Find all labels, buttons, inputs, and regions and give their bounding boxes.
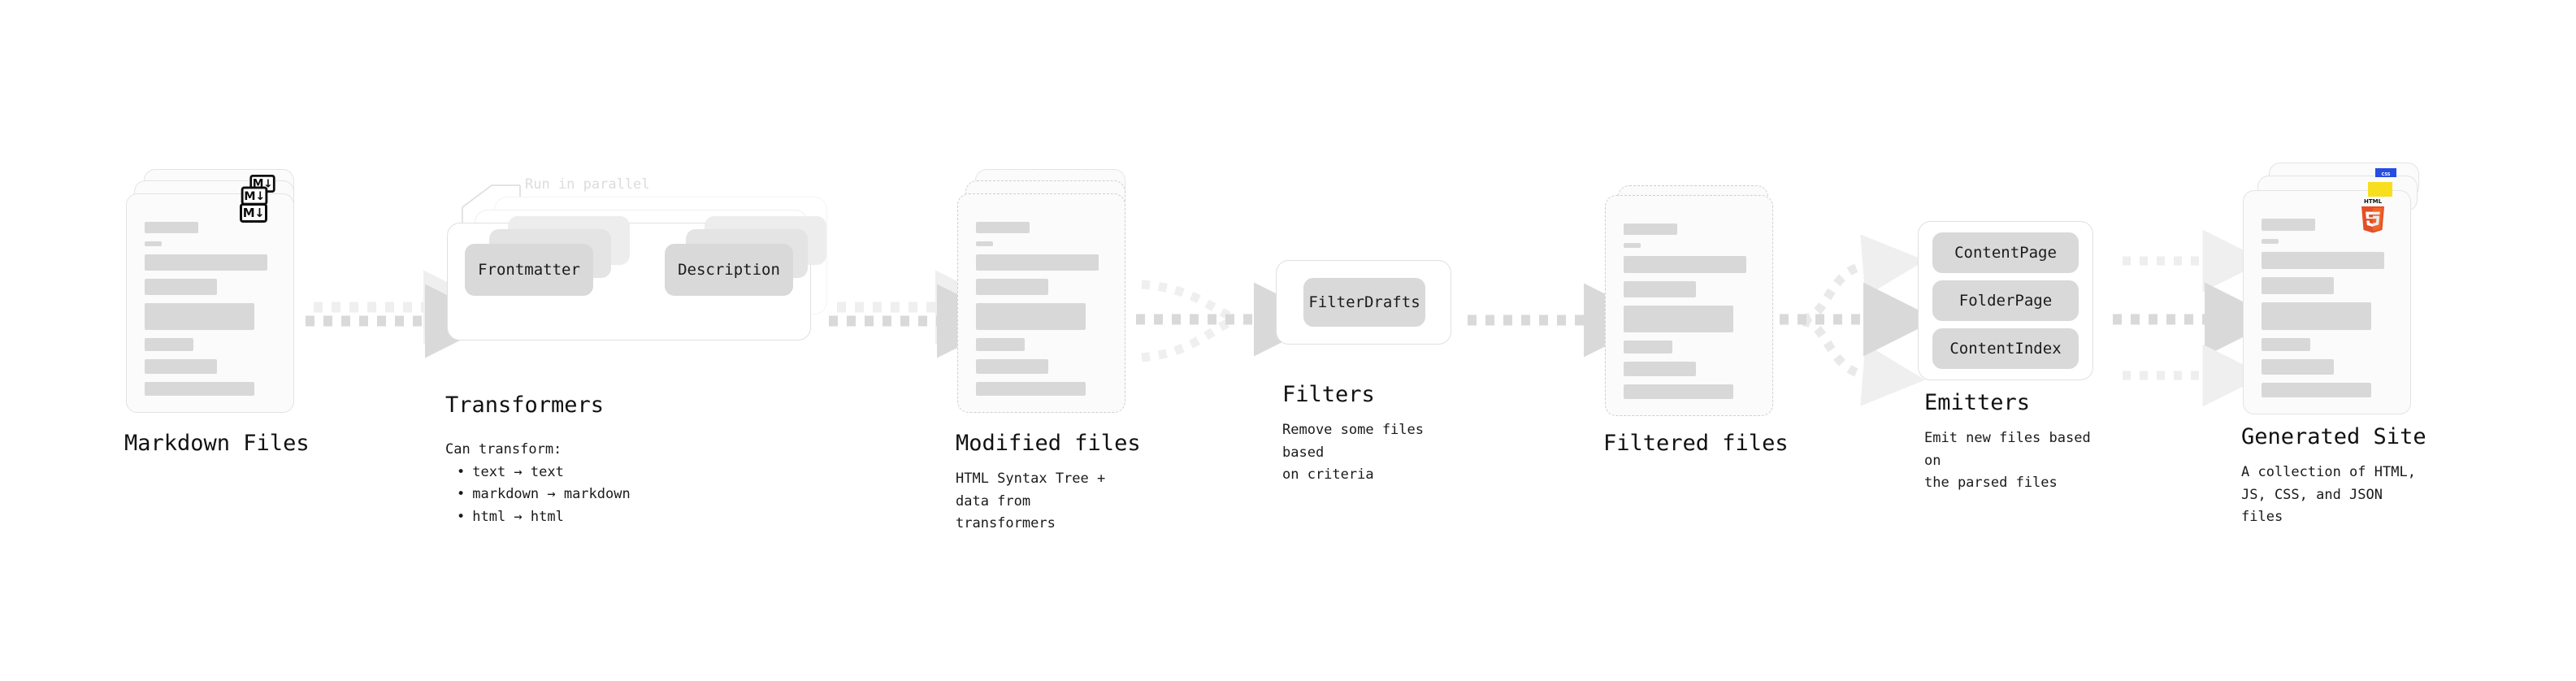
arrow-modified-to-filters <box>1136 280 1328 362</box>
filtered-doc-card-front <box>1605 195 1773 416</box>
arrow-markdown-to-transformers <box>306 270 499 358</box>
modified-files-title: Modified files <box>956 431 1141 456</box>
chip-description[interactable]: Description <box>665 244 793 296</box>
generated-site-description: A collection of HTML, JS, CSS, and JSON … <box>2241 464 2416 526</box>
filters-title: Filters <box>1282 382 1375 407</box>
transformers-capability-list: Can transform: text → text markdown → ma… <box>445 439 631 528</box>
chip-frontmatter[interactable]: Frontmatter <box>465 244 593 296</box>
stage-emitters: ContentPage FolderPage ContentIndex Emit… <box>1918 221 2105 491</box>
modified-doc-content <box>958 194 1125 412</box>
stage-generated-site: CSS HTML Generated Site A collection of … <box>2241 163 2430 525</box>
chip-contentindex[interactable]: ContentIndex <box>1932 328 2079 369</box>
arrow-filtered-to-emitters <box>1780 234 1937 406</box>
chip-contentpage-label: ContentPage <box>1954 244 2057 262</box>
site-doc-card-html <box>2243 190 2411 414</box>
stage-filters: FilterDrafts Filters Remove some files b… <box>1276 260 1455 483</box>
chip-folderpage[interactable]: FolderPage <box>1932 280 2079 321</box>
css-badge: CSS <box>2375 168 2396 177</box>
html5-badge: HTML <box>2357 197 2389 234</box>
emitters-group: ContentPage FolderPage ContentIndex <box>1918 221 2105 384</box>
chip-filterdrafts[interactable]: FilterDrafts <box>1303 278 1425 327</box>
chip-description-label: Description <box>678 261 780 279</box>
stage-filtered-files: Filtered files <box>1603 185 1789 456</box>
emitters-description: Emit new files based on the parsed files <box>1924 430 2091 492</box>
svg-text:HTML: HTML <box>2364 198 2383 205</box>
markdown-badge-front: M↓ <box>240 203 267 223</box>
filters-description: Remove some files based on criteria <box>1282 422 1424 484</box>
transformers-title: Transformers <box>445 393 605 418</box>
transformers-list: text → text markdown → markdown html → h… <box>445 462 631 529</box>
markdown-doc-stack: M↓ M↓ M↓ <box>126 169 301 413</box>
filters-group: FilterDrafts <box>1276 260 1455 345</box>
filtered-doc-content <box>1606 196 1772 415</box>
stage-modified-files: Modified files HTML Syntax Tree + data f… <box>956 169 1141 531</box>
site-doc-content <box>2244 191 2410 414</box>
transformers-list-item: markdown → markdown <box>457 484 630 506</box>
js-badge <box>2368 182 2392 197</box>
filtered-files-title: Filtered files <box>1603 431 1789 456</box>
chip-folderpage-label: FolderPage <box>1958 292 2053 310</box>
modified-doc-stack <box>957 169 1132 413</box>
site-doc-stack: CSS HTML <box>2243 163 2430 414</box>
chip-contentpage[interactable]: ContentPage <box>1932 232 2079 273</box>
chip-filterdrafts-label: FilterDrafts <box>1308 293 1420 311</box>
run-in-parallel-label: Run in parallel <box>525 176 650 193</box>
generated-site-title: Generated Site <box>2241 424 2426 449</box>
modified-files-description: HTML Syntax Tree + data from transformer… <box>956 471 1106 532</box>
stage-transformers: Frontmatter Description Run in parallel … <box>445 169 829 525</box>
chip-frontmatter-label: Frontmatter <box>478 261 580 279</box>
chip-contentindex-label: ContentIndex <box>1949 340 2062 358</box>
stage-markdown-files: M↓ M↓ M↓ Markdown Files <box>124 169 310 456</box>
transformers-list-item: html → html <box>457 506 631 529</box>
modified-doc-card-front <box>957 193 1125 413</box>
arrow-transformers-to-modified <box>829 270 1011 358</box>
transformers-list-lead: Can transform: <box>445 441 562 458</box>
markdown-doc-content <box>127 194 293 412</box>
arrow-emitters-to-site <box>2113 229 2279 407</box>
css-badge-label: CSS <box>2381 172 2391 177</box>
markdown-badge-back: M↓ <box>249 174 275 193</box>
emitters-title: Emitters <box>1924 390 2031 415</box>
markdown-doc-card-front <box>126 193 294 413</box>
markdown-files-title: Markdown Files <box>124 431 310 456</box>
transformers-list-item: text → text <box>457 462 631 484</box>
filtered-doc-stack <box>1605 185 1780 418</box>
transformers-group-stack: Frontmatter Description <box>447 169 829 372</box>
